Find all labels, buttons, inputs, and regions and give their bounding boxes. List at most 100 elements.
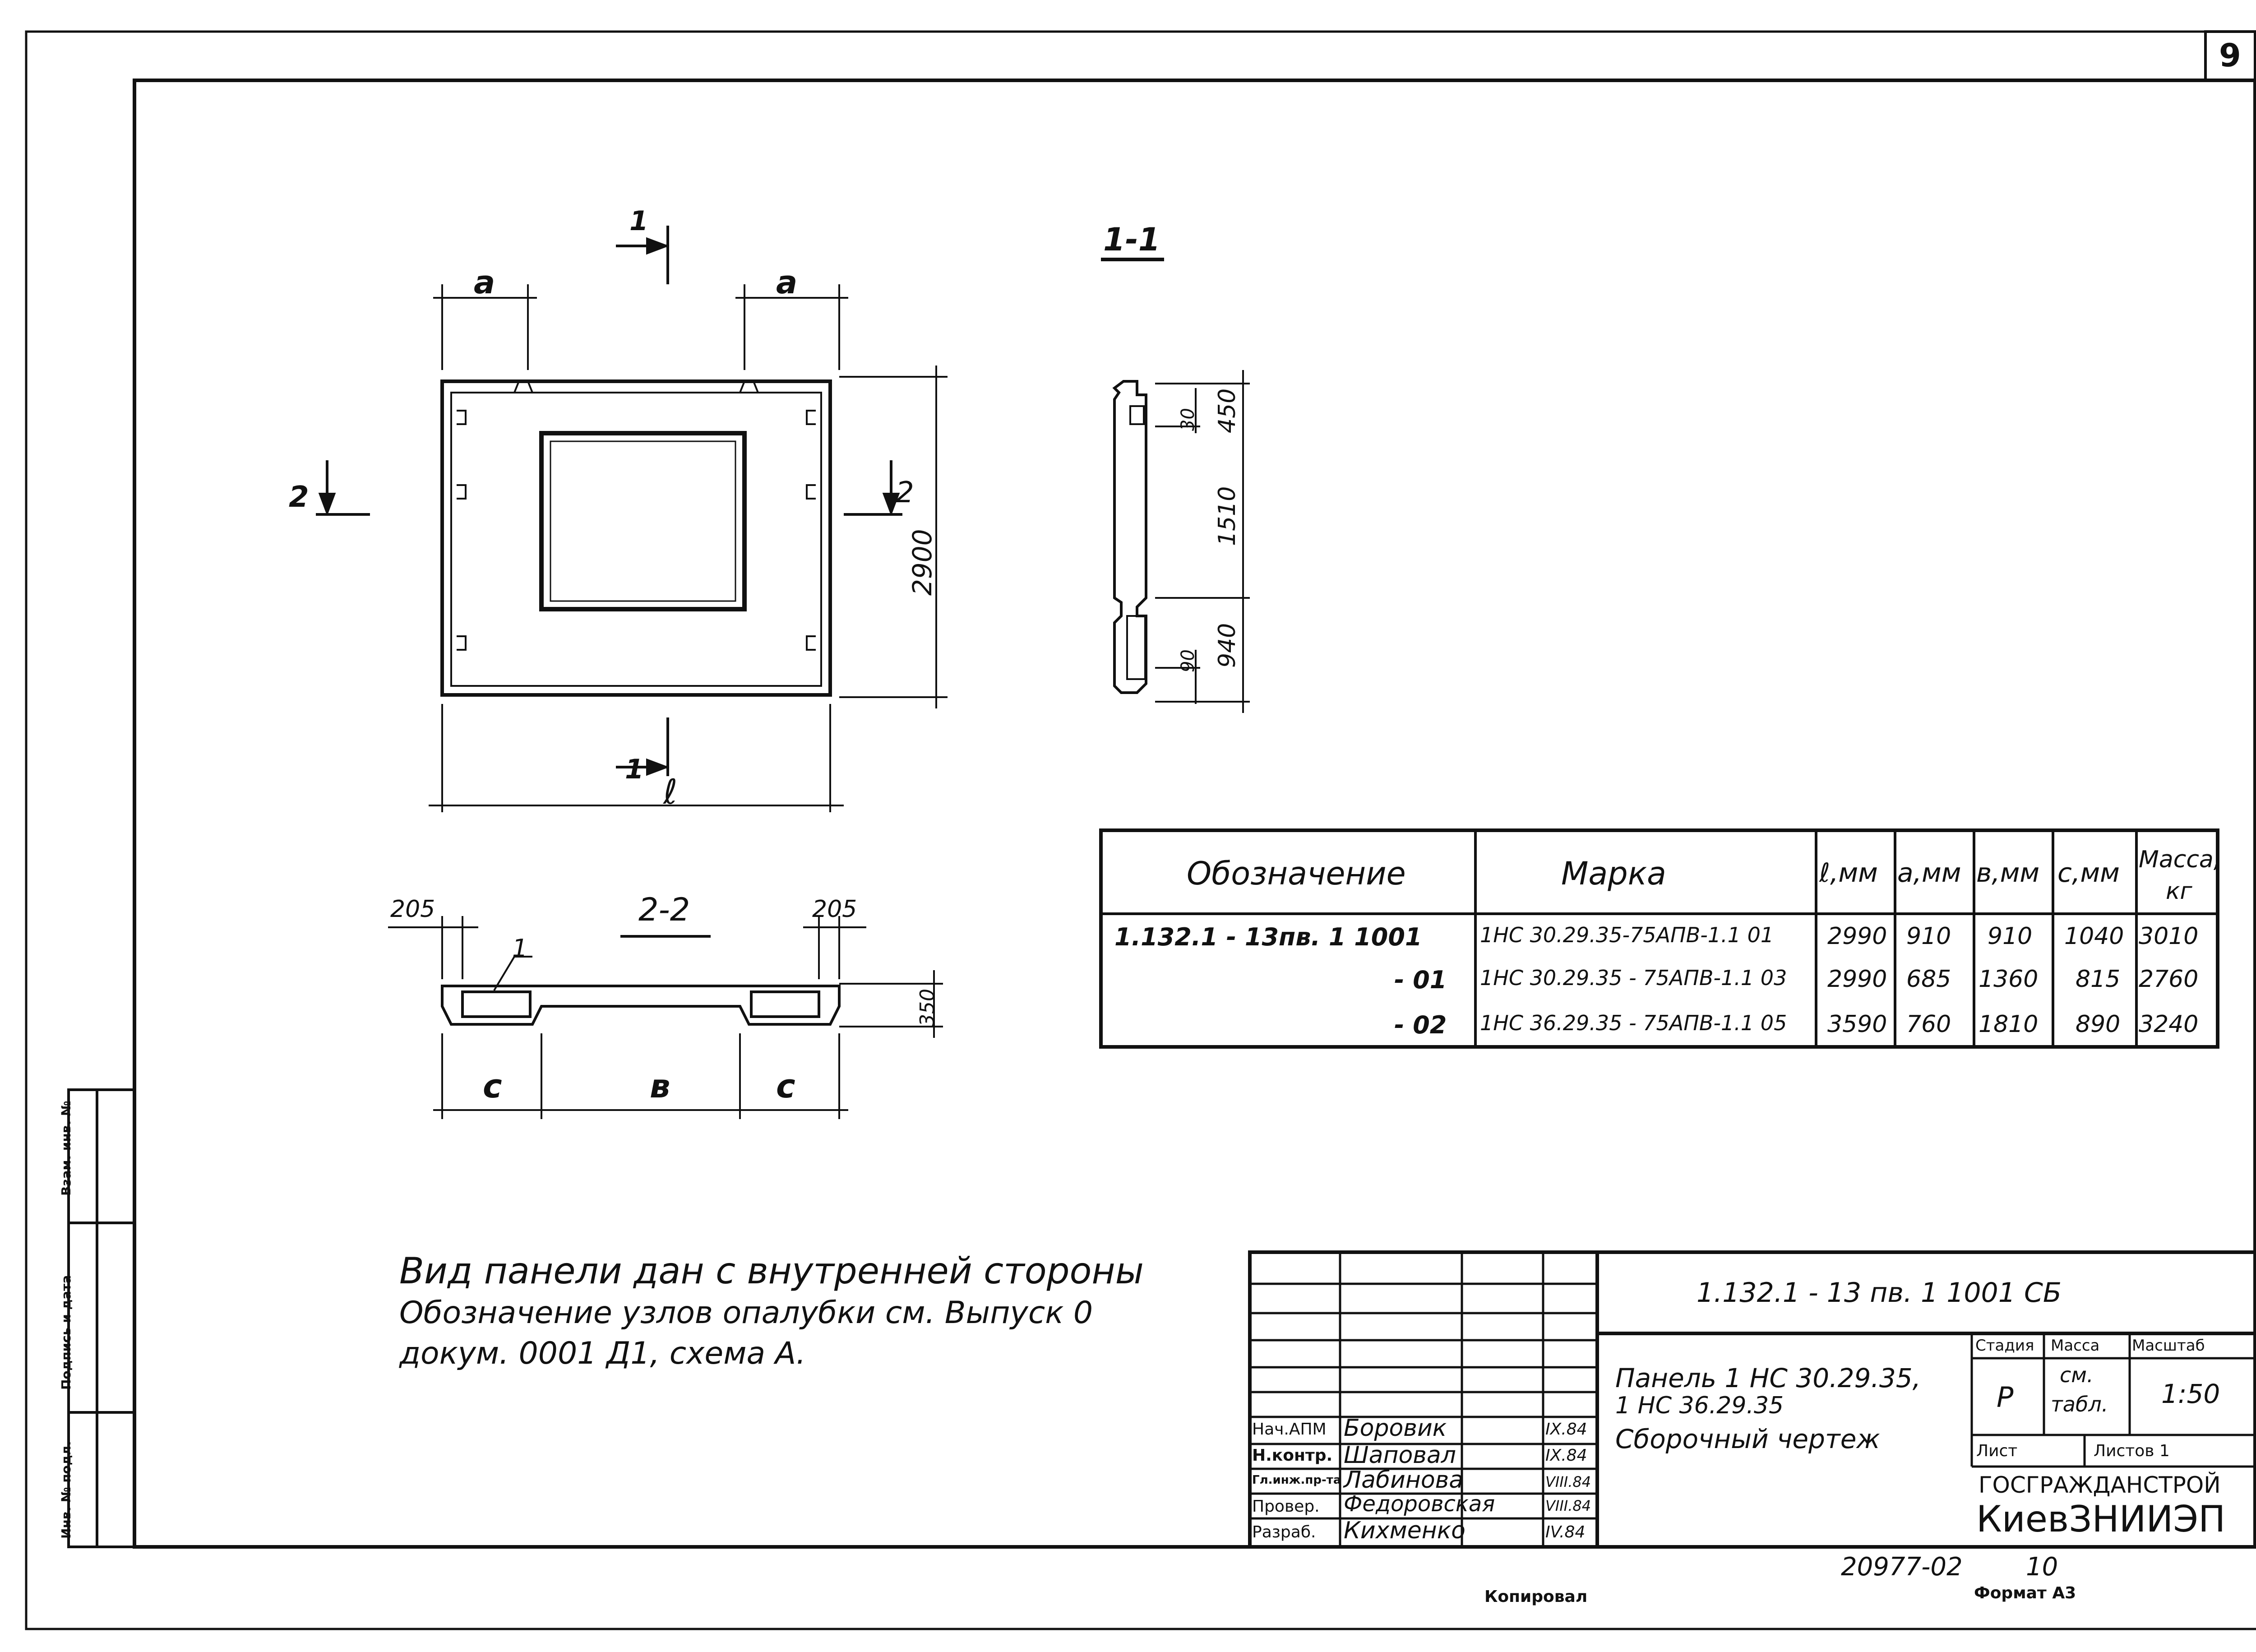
table-header-mass-unit: кг	[2166, 878, 2192, 905]
sheet-number-box	[2204, 30, 2256, 82]
role-label: Н.контр.	[1252, 1446, 1333, 1465]
side-stamp-cell-inventory: Инв. № подл.	[59, 1441, 74, 1539]
table-header-a: a,мм	[1897, 857, 1961, 888]
cut-1-bottom-label: 1	[625, 754, 644, 785]
role-name: Шаповал	[1344, 1442, 1456, 1469]
role-label: Провер.	[1252, 1497, 1320, 1516]
section-2-2-title: 2-2	[638, 891, 690, 928]
title-block-grid	[1248, 1250, 2256, 1549]
table-header-designation: Обозначение	[1187, 855, 1406, 892]
row-designation: - 02	[1394, 1011, 1447, 1039]
panel-front-view	[440, 379, 832, 697]
role-name: Федоровская	[1344, 1491, 1495, 1517]
section-1-1-view	[1101, 258, 1250, 713]
dim-350: 350	[916, 989, 939, 1027]
role-date: IX.84	[1545, 1446, 1587, 1465]
sheet-number: 9	[2219, 37, 2241, 74]
cut-1-top-label: 1	[629, 205, 648, 237]
dim-30: 30	[1178, 408, 1198, 431]
format-label: Формат А3	[1974, 1584, 2076, 1602]
section-2-2-view	[388, 916, 943, 1119]
table-header-l: ℓ,мм	[1819, 857, 1878, 888]
row-designation: - 01	[1394, 966, 1447, 994]
section-1-1-title: 1-1	[1103, 221, 1160, 258]
row-mark: 1НС 36.29.35 - 75АПВ-1.1 05	[1480, 1011, 1787, 1035]
title-line-2: 1 НС 36.29.35	[1615, 1392, 1784, 1419]
table-header-mark: Марка	[1561, 855, 1666, 892]
role-date: VIII.84	[1545, 1497, 1591, 1514]
row-mass: 3240	[2139, 1011, 2199, 1038]
document-code: 1.132.1 - 13 пв. 1 1001 СБ	[1697, 1277, 2062, 1309]
note-line-2: Обозначение узлов опалубки см. Выпуск 0	[399, 1295, 1093, 1331]
dim-450: 450	[1214, 388, 1241, 433]
mass-label: Масса	[2051, 1337, 2100, 1355]
dim-90: 90	[1178, 649, 1198, 672]
row-l: 2990	[1827, 923, 1887, 950]
row-c: 1040	[2064, 923, 2124, 950]
dim-205-left: 205	[390, 896, 435, 923]
side-stamp-cell-signature: Подпись и дата	[59, 1275, 74, 1390]
dim-c-right: c	[776, 1067, 795, 1105]
spec-table-grid	[1099, 828, 2219, 1049]
dim-205-right: 205	[812, 896, 857, 923]
title-line-1: Панель 1 НС 30.29.35,	[1615, 1363, 1921, 1393]
cut-2-left-label: 2	[289, 481, 309, 514]
dim-a-right: a	[776, 264, 798, 301]
dim-c-left: c	[483, 1067, 502, 1105]
doc-number: 20977-02	[1841, 1552, 1963, 1582]
outer-frame	[25, 30, 2256, 1630]
role-name: Боровик	[1344, 1415, 1447, 1442]
role-name: Лабинова	[1344, 1467, 1464, 1494]
role-label: Разраб.	[1252, 1523, 1316, 1541]
dim-1510: 1510	[1214, 486, 1241, 546]
dim-a-left: a	[474, 264, 495, 301]
doc-sheet: 10	[2026, 1552, 2058, 1582]
side-stamp-cell-replaced: Взам. инв. №	[59, 1101, 74, 1196]
stage-value: Р	[1997, 1381, 2014, 1414]
table-header-c: c,мм	[2057, 857, 2120, 888]
scale-value: 1:50	[2161, 1379, 2220, 1409]
row-mass: 2760	[2139, 966, 2199, 993]
row-c: 890	[2076, 1011, 2121, 1038]
role-label: Нач.АПМ	[1252, 1420, 1327, 1439]
stage-label: Стадия	[1975, 1337, 2034, 1355]
org-line-1: ГОСГРАЖДАНСТРОЙ	[1979, 1472, 2221, 1498]
row-a: 910	[1906, 923, 1951, 950]
table-header-mass: Масса,	[2139, 846, 2221, 873]
row-a: 760	[1906, 1011, 1951, 1038]
role-name: Кихменко	[1344, 1517, 1465, 1544]
role-date: IX.84	[1545, 1420, 1587, 1439]
inner-frame	[133, 79, 2256, 1549]
row-l: 2990	[1827, 966, 1887, 993]
cut-2-right-label: 2	[896, 476, 914, 509]
sheet-label: Лист	[1976, 1442, 2018, 1460]
row-b: 910	[1988, 923, 2033, 950]
org-line-2: КиевЗНИИЭП	[1976, 1498, 2226, 1540]
row-c: 815	[2076, 966, 2121, 993]
sheets-label: Листов 1	[2094, 1442, 2170, 1460]
dim-l: ℓ	[663, 772, 678, 812]
row-mark: 1НС 30.29.35-75АПВ-1.1 01	[1480, 923, 1774, 947]
row-l: 3590	[1827, 1011, 1887, 1038]
note-line-1: Вид панели дан с внутренней стороны	[399, 1250, 1144, 1292]
note-line-3: докум. 0001 Д1, схема А.	[399, 1336, 806, 1371]
row-mark: 1НС 30.29.35 - 75АПВ-1.1 03	[1480, 966, 1787, 990]
copied-label: Копировал	[1484, 1587, 1588, 1606]
dim-940: 940	[1214, 623, 1241, 668]
row-designation: 1.132.1 - 13пв. 1 1001	[1114, 923, 1422, 951]
row-b: 1810	[1979, 1011, 2039, 1038]
row-mass: 3010	[2139, 923, 2199, 950]
mass-value-1: см.	[2060, 1363, 2094, 1387]
title-line-3: Сборочный чертеж	[1615, 1424, 1880, 1454]
table-header-b: в,мм	[1976, 857, 2040, 888]
role-label: Гл.инж.пр-та	[1252, 1473, 1341, 1487]
row-b: 1360	[1979, 966, 2039, 993]
side-stamp-box	[67, 1088, 136, 1548]
dim-b: в	[650, 1067, 670, 1105]
scale-label: Масштаб	[2132, 1337, 2205, 1355]
mass-value-2: табл.	[2051, 1392, 2108, 1416]
row-a: 685	[1906, 966, 1951, 993]
dim-2900: 2900	[907, 529, 938, 596]
callout-1: 1	[512, 934, 528, 963]
